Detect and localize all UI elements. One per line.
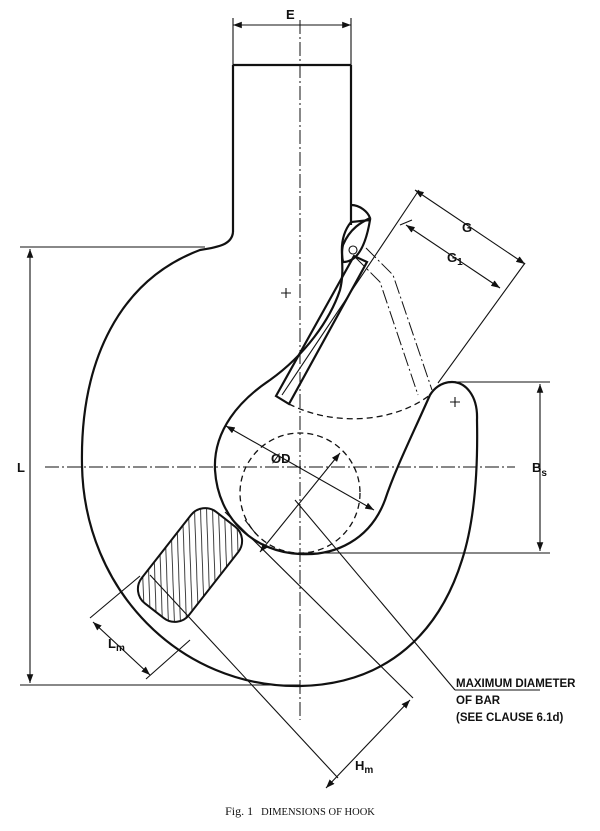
dimension-Hm (149, 511, 414, 789)
svg-text:OF BAR: OF BAR (456, 695, 501, 707)
label-Lm: Lm (108, 636, 125, 654)
bar-section (136, 507, 244, 623)
label-G1: G1 (447, 250, 463, 268)
dimension-bar-diameter (259, 452, 341, 553)
latch-open-position (288, 247, 433, 420)
label-Hm: Hm (355, 758, 373, 776)
center-marks (281, 288, 460, 407)
dimension-G (281, 189, 526, 396)
dimension-Lm (89, 575, 191, 680)
extension-line (244, 519, 257, 535)
svg-text:(SEE CLAUSE 6.1d): (SEE CLAUSE 6.1d) (456, 712, 564, 724)
max-diameter-note: MAXIMUM DIAMETER OF BAR (SEE CLAUSE 6.1d… (456, 678, 576, 724)
dimension-G1 (399, 219, 501, 289)
label-E: E (286, 7, 295, 22)
note-leader (294, 499, 456, 691)
hook-shank (231, 18, 353, 232)
label-L: L (17, 460, 25, 475)
svg-text:MAXIMUM DIAMETER: MAXIMUM DIAMETER (456, 678, 576, 690)
dimension-L (20, 246, 300, 686)
label-Bs: Bs (532, 460, 547, 479)
safety-latch (274, 254, 369, 406)
label-D: ØD (271, 451, 291, 466)
dimension-Bs (300, 381, 550, 554)
latch-pivot (340, 218, 372, 264)
label-G: G (462, 220, 472, 235)
hook-body-outline (80, 203, 479, 688)
